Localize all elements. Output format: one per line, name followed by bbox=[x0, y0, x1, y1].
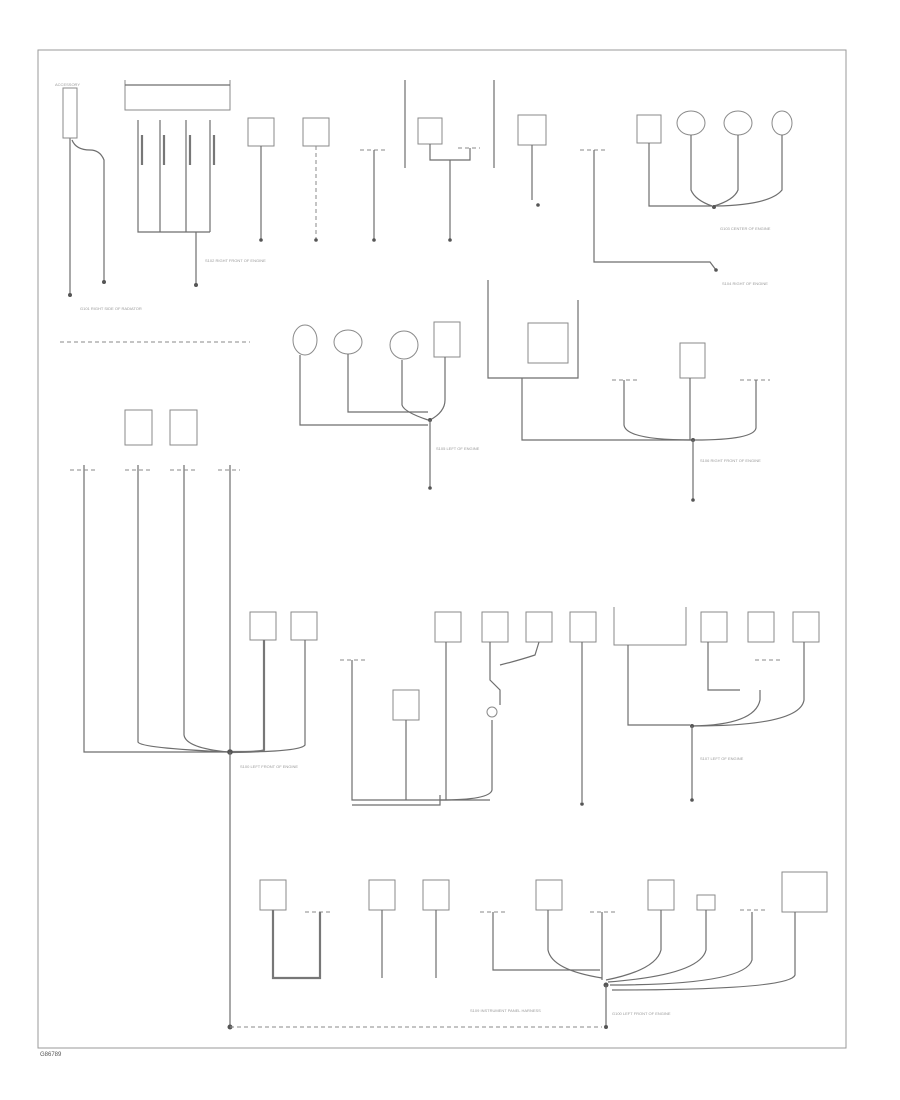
middle-upper-section: S105 LEFT OF ENGINE S106 RIGHT FRONT OF … bbox=[70, 280, 770, 753]
svg-text:S102 RIGHT FRONT OF ENGINE: S102 RIGHT FRONT OF ENGINE bbox=[205, 258, 266, 263]
svg-text:S105 LEFT OF ENGINE: S105 LEFT OF ENGINE bbox=[436, 446, 480, 451]
bottom-section: G100 LEFT FRONT OF ENGINE S109 INSTRUMEN… bbox=[227, 752, 828, 1030]
svg-text:S107 LEFT OF ENGINE: S107 LEFT OF ENGINE bbox=[700, 756, 744, 761]
diagram-frame bbox=[37, 49, 847, 1049]
svg-text:G101 RIGHT SIDE OF RADIATOR: G101 RIGHT SIDE OF RADIATOR bbox=[80, 306, 142, 311]
svg-text:S100 LEFT FRONT OF ENGINE: S100 LEFT FRONT OF ENGINE bbox=[240, 764, 298, 769]
middle-lower-section: S107 LEFT OF ENGINE S100 LEFT FRONT OF E… bbox=[227, 607, 820, 806]
svg-text:S106 RIGHT FRONT OF ENGINE: S106 RIGHT FRONT OF ENGINE bbox=[700, 458, 761, 463]
top-section: ACCESSORY G101 RIGHT SIDE OF RADIATOR S1… bbox=[55, 80, 793, 311]
svg-text:S109 INSTRUMENT PANEL HARNESS: S109 INSTRUMENT PANEL HARNESS bbox=[470, 1008, 541, 1013]
svg-text:G100 LEFT FRONT OF ENGINE: G100 LEFT FRONT OF ENGINE bbox=[612, 1011, 671, 1016]
svg-text:ACCESSORY: ACCESSORY bbox=[55, 82, 80, 87]
svg-text:G103 CENTER OF ENGINE: G103 CENTER OF ENGINE bbox=[720, 226, 771, 231]
svg-text:S104 RIGHT OF ENGINE: S104 RIGHT OF ENGINE bbox=[722, 281, 768, 286]
figure-label: G86789 bbox=[40, 1052, 62, 1058]
